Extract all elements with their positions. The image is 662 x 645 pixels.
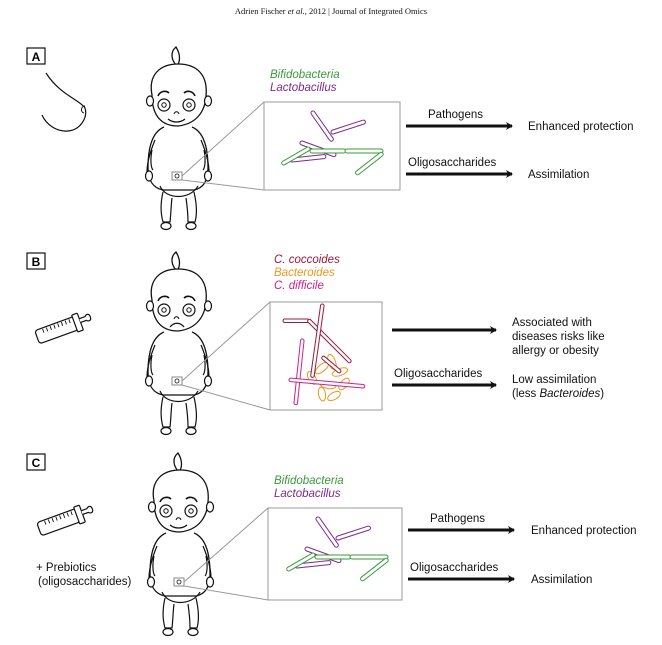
text-close-paren: ): [600, 388, 604, 400]
microbiota-zoom-box: [269, 301, 383, 411]
arrow-label-oligosaccharides: Oligosaccharides: [394, 368, 482, 380]
bacteria-label-lactobacillus: Lactobacillus: [274, 488, 341, 500]
panel-a-label: A: [32, 50, 41, 64]
header-author: Adrien Fischer: [234, 6, 286, 16]
header-journal: , 2012 | Journal of Integrated Omics: [304, 6, 428, 16]
bacteria-label-c-coccoides: C. coccoides: [274, 254, 340, 266]
zoom-line: [181, 101, 265, 177]
baby-mouth-smile: [167, 118, 186, 123]
bottle-icon: [35, 500, 97, 539]
bacteria-cluster-b: [282, 303, 366, 406]
baby-mouth-smile: [169, 524, 188, 529]
text-less: (less: [512, 388, 539, 400]
panel-c-label: C: [32, 456, 41, 470]
zoom-line: [181, 179, 265, 191]
prebiotics-note-line2: (oligosaccharides): [38, 576, 131, 588]
bacteria-label-lactobacillus: Lactobacillus: [270, 82, 337, 94]
panel-c: C + Prebiotics (oligosaccharides) Bifido…: [26, 452, 637, 637]
bacteria-cluster-c: [286, 516, 389, 582]
zoom-line: [181, 301, 271, 382]
arrow-label-oligosaccharides: Oligosaccharides: [410, 562, 498, 574]
baby-sad: [144, 251, 213, 436]
text-bacteroides: Bacteroides: [539, 388, 600, 400]
outcome-enhanced-protection: Enhanced protection: [531, 525, 637, 537]
page-header: Adrien Fischer et al., 2012 | Journal of…: [0, 6, 662, 16]
outcome-disease-risk-line2: diseases risks like: [512, 331, 605, 343]
panel-b-label-box: [26, 252, 46, 270]
outcome-disease-risk-line1: Associated with: [512, 317, 592, 329]
arrow-label-pathogens: Pathogens: [430, 513, 485, 525]
zoom-line: [183, 585, 269, 601]
outcome-disease-risk-line3: allergy or obesity: [512, 345, 599, 357]
outcome-assimilation: Assimilation: [531, 574, 592, 586]
zoom-line: [181, 384, 271, 411]
panel-a-label-box: [26, 47, 46, 65]
bacteria-label-bifidobacteria: Bifidobacteria: [274, 475, 344, 487]
outcome-assimilation: Assimilation: [528, 169, 589, 181]
microbiota-zoom-box: [267, 507, 403, 601]
outcome-low-assimilation-line1: Low assimilation: [512, 374, 596, 386]
baby-smiling: [146, 452, 215, 637]
outcome-enhanced-protection: Enhanced protection: [528, 121, 634, 133]
prebiotics-note-line1: + Prebiotics: [36, 562, 97, 574]
panel-a: A Bifidobacteria Lactobacillus Pat: [26, 46, 634, 231]
header-etal: et al.: [287, 6, 305, 16]
bacteria-cluster-a: [281, 110, 384, 176]
bacteria-label-bacteroides: Bacteroides: [274, 267, 335, 279]
microbiota-zoom-box: [263, 101, 401, 191]
bacteria-label-c-difficile: C. difficile: [274, 280, 324, 292]
bacteria-label-bifidobacteria: Bifidobacteria: [270, 69, 340, 81]
breast-icon: [41, 72, 87, 132]
panel-b-label: B: [32, 255, 41, 269]
arrow-label-pathogens: Pathogens: [428, 109, 483, 121]
outcome-low-assimilation-line2: (less Bacteroides): [512, 388, 604, 400]
baby-mouth-frown: [169, 322, 185, 328]
panel-c-label-box: [26, 453, 46, 471]
zoom-line: [183, 507, 269, 583]
baby-smiling: [144, 46, 213, 231]
arrow-label-oligosaccharides: Oligosaccharides: [408, 157, 496, 169]
panel-b: B C. coccoides: [26, 251, 605, 436]
bottle-icon: [33, 308, 95, 347]
